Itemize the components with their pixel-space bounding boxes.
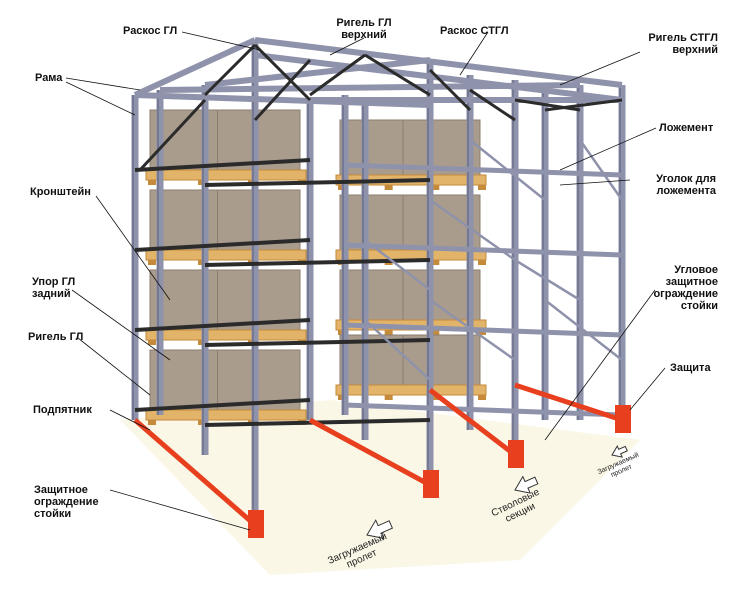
label-raskos-stgl: Раскос СТГЛ [440,25,509,37]
label-podpyatnik: Подпятник [33,404,92,416]
label-zashchitnoe: Защитное ограждение стойки [34,484,99,520]
pallet [146,410,306,420]
label-uglovoe: Угловое защитное ограждение стойки [640,264,718,312]
pallet-block [478,395,486,400]
corner-guard-post [248,510,264,538]
leader-line [78,338,150,395]
label-rigel-gl-upper: Ригель ГЛ верхний [318,17,410,41]
label-ugolok: Уголок для ложемента [630,173,716,197]
corner-guard-post [615,405,631,433]
pallet [146,330,306,340]
pallet-block [478,260,486,265]
pallet [336,385,486,395]
pallet-block [148,180,156,185]
pallet [146,250,306,260]
diagonal-brace [470,90,515,120]
label-rigel-stgl-upper: Ригель СТГЛ верхний [620,32,718,56]
pallet-block [148,420,156,425]
leader-line [66,82,135,115]
label-rigel-gl: Ригель ГЛ [28,331,83,343]
carton-box [340,270,480,320]
pallet-block [385,330,393,335]
label-zashchita: Защита [670,362,711,374]
corner-guard-post [423,470,439,498]
frame-brace [580,140,622,200]
label-lozhement: Ложемент [659,122,713,134]
label-kronshtein: Кронштейн [30,186,91,198]
pallet-block [148,340,156,345]
label-raskos-gl: Раскос ГЛ [123,25,177,37]
leader-line [630,368,665,410]
corner-guard-post [508,440,524,468]
pallet [146,170,306,180]
pallet-block [385,185,393,190]
leader-line [560,128,656,170]
carton-box [340,195,480,250]
label-upor-gl: Упор ГЛ задний [32,276,75,300]
pallet-block [478,185,486,190]
pallet-block [385,395,393,400]
leader-line [66,78,140,90]
label-rama: Рама [35,72,62,84]
pallet-block [148,260,156,265]
